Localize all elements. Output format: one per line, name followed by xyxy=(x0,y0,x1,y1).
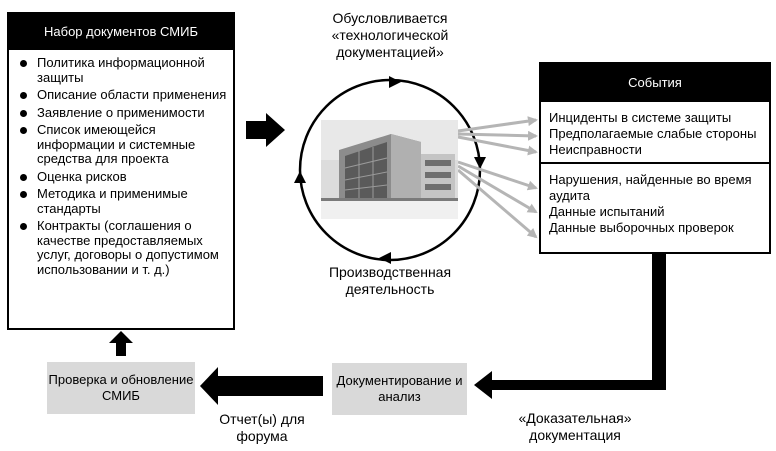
isms-docs-box: Набор документов СМИБ Политика информаци… xyxy=(7,12,235,330)
review-box: Проверка и обновление СМИБ xyxy=(47,362,195,414)
list-item: Оценка рисков xyxy=(17,169,227,185)
cycle-arrowhead-bottom xyxy=(379,252,391,264)
building-photo xyxy=(321,120,458,219)
list-item: Заявление о применимости xyxy=(17,105,227,121)
list-item: Контракты (соглашения о качестве предост… xyxy=(17,218,227,277)
list-item: Методика и применимые стандарты xyxy=(17,186,227,216)
list-item: Данные испытаний xyxy=(549,204,665,219)
list-item: Данные выборочных проверок xyxy=(549,220,734,235)
cycle-top-label: Обусловливается «технологической докумен… xyxy=(331,10,449,60)
reports-label: Отчет(ы) для форума xyxy=(219,411,305,444)
event-arrows xyxy=(457,116,538,239)
cycle-bottom-label: Производственная деятельность xyxy=(328,264,452,297)
events-divider xyxy=(541,162,769,164)
arrow-review-to-isms xyxy=(109,331,133,356)
review-box-label: Проверка и обновление СМИБ xyxy=(48,372,194,403)
arrow-documentation-to-review xyxy=(200,367,323,405)
events-group-incidents: Инциденты в системе защиты Предполагаемы… xyxy=(541,102,769,162)
isms-docs-list: Политика информационной защиты Описание … xyxy=(9,50,233,277)
list-item: Нарушения, найденные во время аудита xyxy=(549,172,752,203)
events-box: События Инциденты в системе защиты Предп… xyxy=(539,62,771,254)
list-item: Политика информационной защиты xyxy=(17,55,227,85)
arrow-to-cycle xyxy=(246,113,285,147)
cycle-arrowhead-top xyxy=(389,76,401,88)
list-item: Инциденты в системе защиты xyxy=(549,110,732,125)
evidence-label: «Доказательная» документация xyxy=(518,410,632,443)
arrow-events-to-documentation xyxy=(474,254,666,399)
cycle-arrowhead-right xyxy=(474,157,486,169)
list-item: Неисправности xyxy=(549,142,642,157)
list-item: Описание области применения xyxy=(17,87,227,103)
events-group-audit: Нарушения, найденные во время аудита Дан… xyxy=(541,164,769,240)
documentation-box: Документирование и анализ xyxy=(332,363,467,415)
documentation-box-label: Документирование и анализ xyxy=(336,373,463,404)
isms-docs-title: Набор документов СМИБ xyxy=(9,14,233,50)
list-item: Предполагаемые слабые стороны xyxy=(549,126,757,141)
events-title: События xyxy=(541,64,769,102)
cycle-arrowhead-left xyxy=(294,171,306,183)
list-item: Список имеющейся информации и системные … xyxy=(17,122,227,167)
